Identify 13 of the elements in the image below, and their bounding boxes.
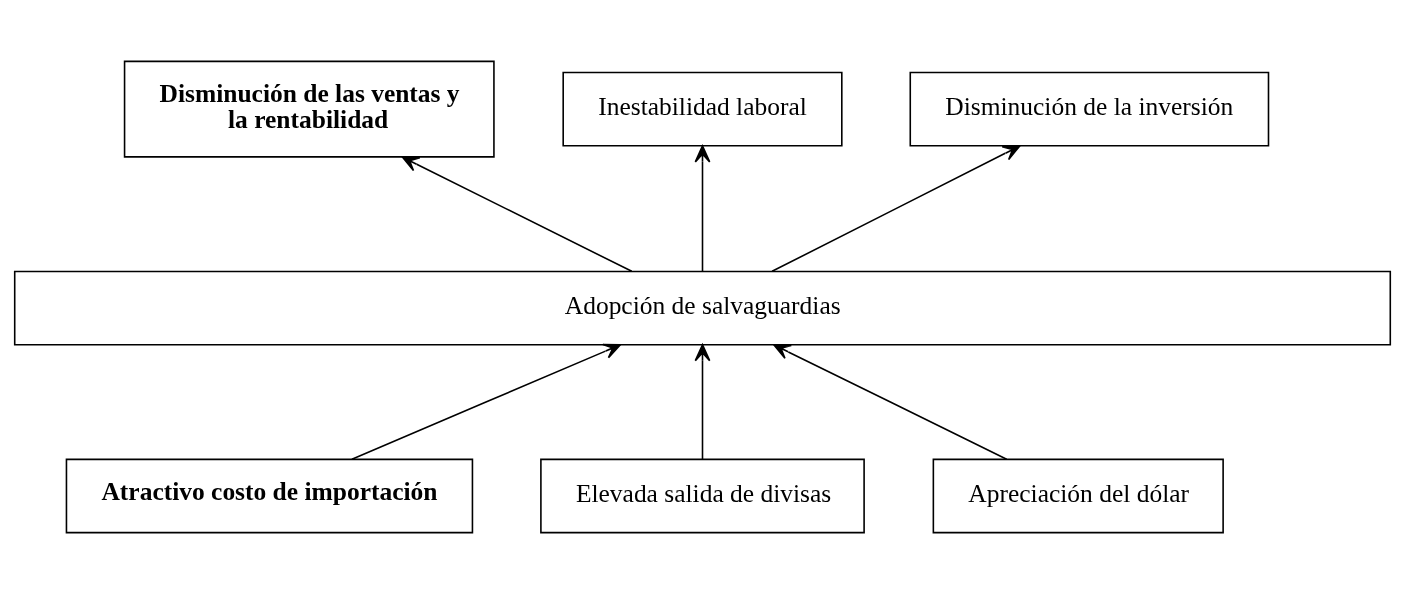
arrow bbox=[351, 343, 622, 461]
node-box: Inestabilidad laboral bbox=[562, 71, 843, 147]
arrow bbox=[694, 145, 711, 272]
arrow bbox=[773, 344, 1008, 461]
node-box: Adopción de salvaguardias bbox=[13, 270, 1392, 346]
node-box: Disminución de la inversión bbox=[909, 71, 1270, 147]
node-box: Elevada salida de divisas bbox=[540, 458, 865, 534]
node-box: Atractivo costo de importación bbox=[65, 458, 474, 534]
arrow bbox=[401, 156, 633, 273]
node-box: Disminución de las ventas y la rentabilidad bbox=[123, 60, 495, 158]
arrow bbox=[694, 344, 711, 461]
node-box: Apreciación del dólar bbox=[932, 458, 1224, 534]
arrow bbox=[771, 145, 1021, 273]
